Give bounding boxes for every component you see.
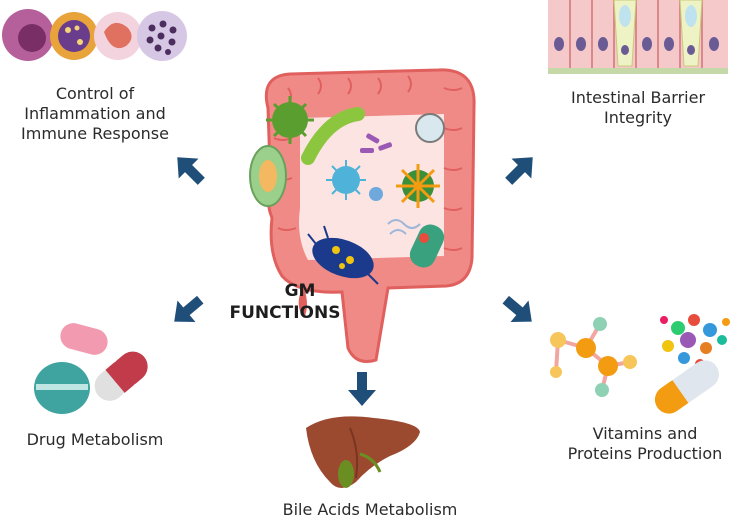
inflammation-label: Control of Inflammation and Immune Respo…	[0, 84, 190, 144]
bile-line1: Bile Acids Metabolism	[282, 500, 458, 519]
drug-line1: Drug Metabolism	[26, 430, 164, 449]
barrier-line1: Intestinal Barrier	[570, 88, 706, 107]
liver-icon	[306, 416, 420, 488]
arrow-down	[348, 372, 376, 406]
arrow-down-left	[174, 295, 204, 323]
pills-icon	[34, 323, 148, 414]
inflammation-line3: Immune Response	[21, 124, 169, 143]
vitamins-label: Vitamins and Proteins Production	[550, 424, 740, 464]
molecule-capsule-icon	[550, 314, 730, 414]
immune-cells-icon	[2, 9, 187, 61]
vitamins-line2: Proteins Production	[567, 444, 723, 463]
drug-label: Drug Metabolism	[0, 430, 190, 450]
center-line2: FUNCTIONS	[229, 303, 341, 323]
center-line1: GM	[284, 281, 316, 301]
arrow-up-right	[505, 157, 533, 185]
bile-label: Bile Acids Metabolism	[250, 500, 490, 520]
inflammation-line1: Control of	[55, 84, 135, 103]
barrier-label: Intestinal Barrier Integrity	[548, 88, 728, 128]
barrier-line2: Integrity	[604, 108, 672, 127]
vitamins-line1: Vitamins and	[592, 424, 698, 443]
center-label: GM FUNCTIONS	[220, 280, 350, 324]
inflammation-line2: Inflammation and	[24, 104, 166, 123]
arrow-down-right	[502, 295, 532, 323]
intestine-microbiota-icon	[249, 68, 476, 363]
arrow-up-left	[177, 157, 205, 185]
epithelial-cells-icon	[548, 0, 728, 74]
